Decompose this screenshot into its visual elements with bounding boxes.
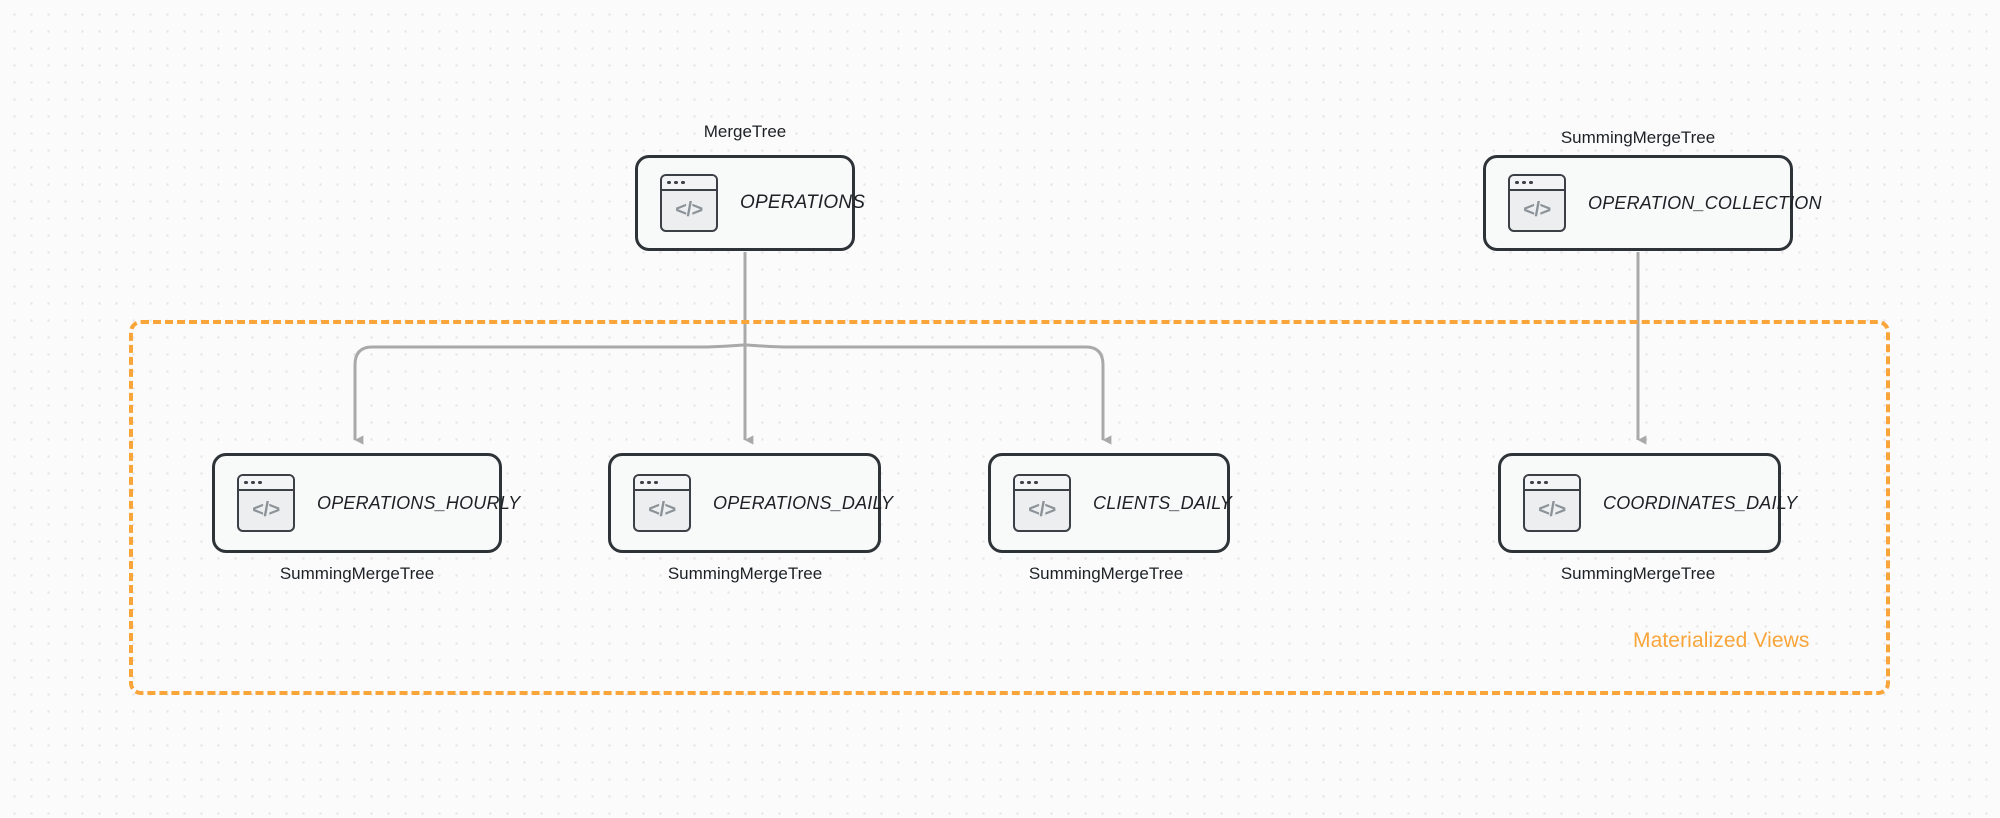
window-dot-2 bbox=[674, 180, 678, 185]
caption-operations-hourly: SummingMergeTree bbox=[279, 564, 435, 583]
node-title: CLIENTS_DAILY bbox=[1093, 492, 1232, 513]
code-glyph: </> bbox=[675, 199, 703, 221]
code-window-titlebar bbox=[1015, 476, 1069, 491]
materialized-views-group bbox=[129, 320, 1890, 695]
node-title: OPERATIONS_HOURLY bbox=[317, 492, 521, 513]
window-dot-3 bbox=[654, 480, 658, 485]
caption-operations-daily: SummingMergeTree bbox=[667, 564, 823, 583]
code-glyph: </> bbox=[1523, 199, 1551, 221]
window-dot-3 bbox=[1529, 180, 1533, 185]
window-dot-2 bbox=[1522, 180, 1526, 185]
code-glyph: </> bbox=[1538, 499, 1566, 521]
code-window-icon: </> bbox=[1523, 474, 1581, 532]
code-window-icon: </> bbox=[1013, 474, 1071, 532]
code-window-icon: </> bbox=[237, 474, 295, 532]
window-dot-1 bbox=[1530, 480, 1534, 485]
window-dot-2 bbox=[251, 480, 255, 485]
caption-clients-daily: SummingMergeTree bbox=[1028, 564, 1184, 583]
window-dot-2 bbox=[1027, 480, 1031, 485]
window-dot-1 bbox=[1515, 180, 1519, 185]
window-dot-3 bbox=[1544, 480, 1548, 485]
node-operation-collection[interactable]: </> OPERATION_COLLECTION bbox=[1483, 155, 1822, 251]
window-dot-1 bbox=[1020, 480, 1024, 485]
code-window-titlebar bbox=[239, 476, 293, 491]
code-window-icon: </> bbox=[633, 474, 691, 532]
node-title: COORDINATES_DAILY bbox=[1603, 492, 1798, 513]
code-window-icon: </> bbox=[660, 174, 718, 232]
window-dot-1 bbox=[244, 480, 248, 485]
caption-operation-collection: SummingMergeTree bbox=[1560, 128, 1716, 147]
node-title: OPERATIONS bbox=[740, 192, 866, 213]
code-window-icon: </> bbox=[1508, 174, 1566, 232]
code-glyph: </> bbox=[648, 499, 676, 521]
node-operations[interactable]: </> OPERATIONS bbox=[635, 155, 865, 251]
caption-operations: MergeTree bbox=[703, 122, 787, 141]
code-window-titlebar bbox=[1525, 476, 1579, 491]
node-title: OPERATION_COLLECTION bbox=[1588, 192, 1822, 213]
code-window-titlebar bbox=[635, 476, 689, 491]
node-operations-daily[interactable]: </> OPERATIONS_DAILY bbox=[608, 453, 893, 553]
caption-coordinates-daily: SummingMergeTree bbox=[1560, 564, 1716, 583]
code-window-titlebar bbox=[662, 176, 716, 191]
code-window-titlebar bbox=[1510, 176, 1564, 191]
window-dot-2 bbox=[647, 480, 651, 485]
code-glyph: </> bbox=[1028, 499, 1056, 521]
window-dot-3 bbox=[1034, 480, 1038, 485]
materialized-views-label: Materialized Views bbox=[1633, 629, 1810, 652]
window-dot-3 bbox=[681, 180, 685, 185]
node-coordinates-daily[interactable]: </> COORDINATES_DAILY bbox=[1498, 453, 1797, 553]
node-title: OPERATIONS_DAILY bbox=[713, 492, 894, 513]
window-dot-2 bbox=[1537, 480, 1541, 485]
window-dot-3 bbox=[258, 480, 262, 485]
node-clients-daily[interactable]: </> CLIENTS_DAILY bbox=[988, 453, 1232, 553]
node-operations-hourly[interactable]: </> OPERATIONS_HOURLY bbox=[212, 453, 520, 553]
code-glyph: </> bbox=[252, 499, 280, 521]
window-dot-1 bbox=[640, 480, 644, 485]
window-dot-1 bbox=[667, 180, 671, 185]
